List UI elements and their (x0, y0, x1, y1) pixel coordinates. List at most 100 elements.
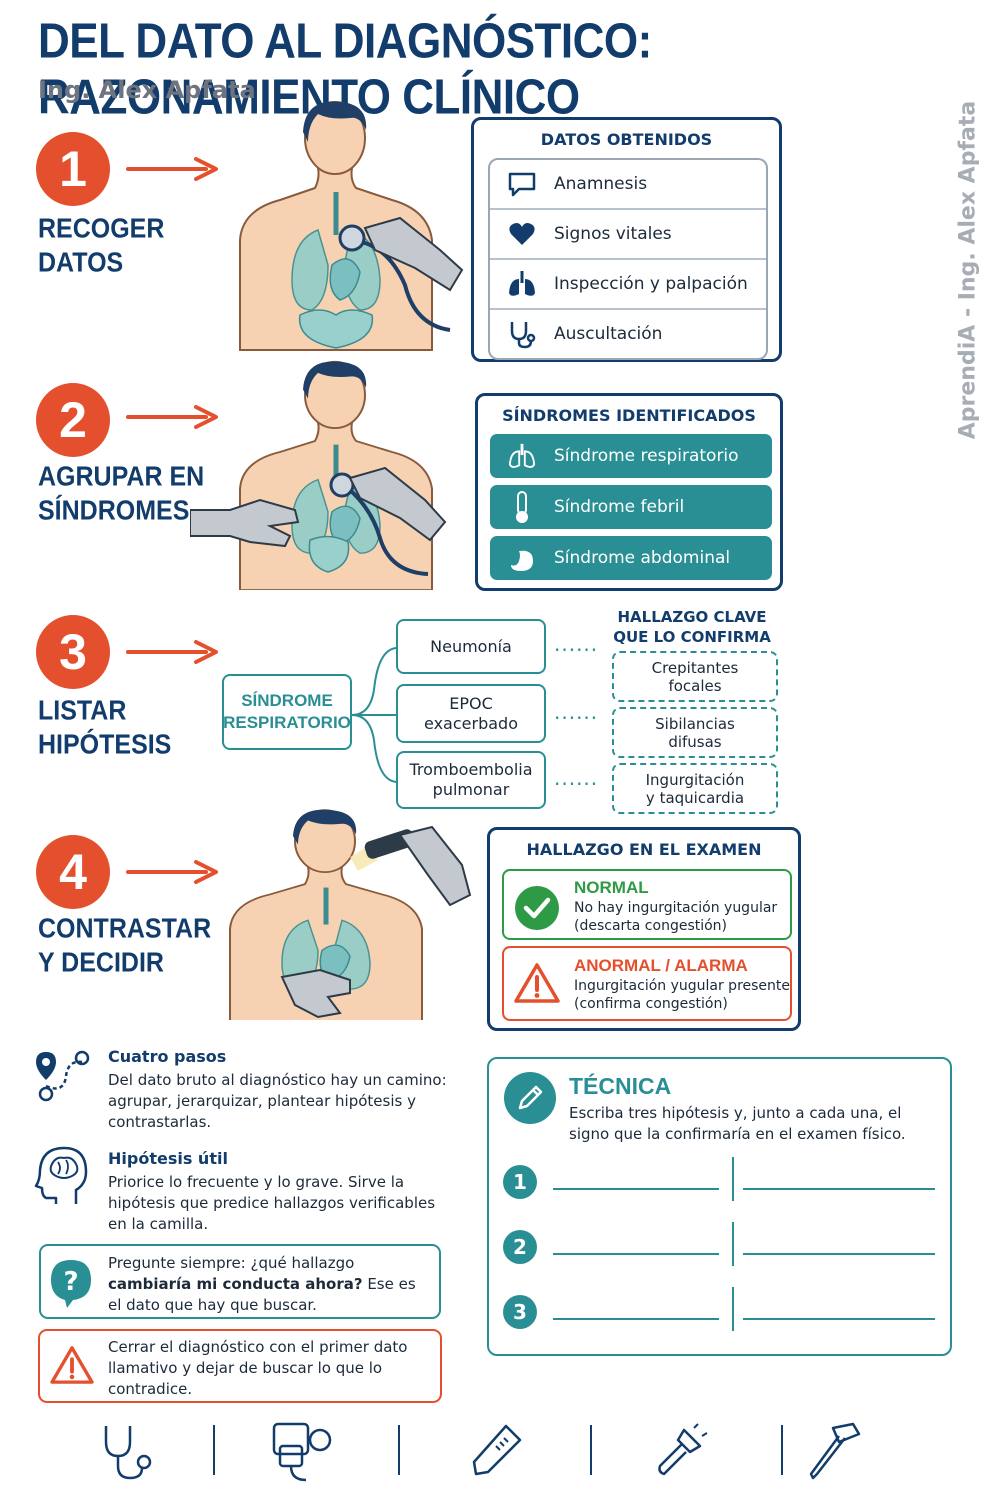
write-line[interactable] (743, 1318, 935, 1320)
lungs-icon (490, 269, 554, 299)
step-1-number: 1 (36, 132, 110, 206)
cuatro-pasos-head: Cuatro pasos (108, 1047, 227, 1066)
warning-callout: Cerrar el diagnóstico con el primer dato… (38, 1329, 442, 1403)
question-text: Pregunte siempre: ¿qué hallazgo cambiarí… (108, 1254, 416, 1314)
sindrome-label: Síndrome respiratorio (554, 446, 739, 466)
svg-text:?: ? (63, 1267, 78, 1297)
write-line[interactable] (553, 1188, 719, 1190)
normal-line1: No hay ingurgitación yugular (574, 900, 778, 916)
hypothesis-box: EPOC exacerbado (396, 684, 546, 743)
patient-palpation-figure (190, 360, 447, 590)
heart-icon (490, 221, 554, 247)
thermometer-icon (472, 1424, 522, 1476)
write-line[interactable] (743, 1253, 935, 1255)
sindromes-title: SÍNDROMES IDENTIFICADOS (502, 406, 756, 425)
exam-panel: HALLAZGO EN EL EXAMEN NORMAL No hay ingu… (487, 827, 801, 1031)
check-icon (515, 886, 559, 930)
normal-result-box: NORMAL No hay ingurgitación yugular (des… (502, 869, 792, 940)
step-4-number: 4 (36, 835, 110, 909)
warning-triangle-icon (514, 963, 560, 1003)
step-3-label: LISTAR HIPÓTESIS (38, 695, 172, 760)
sindrome-item: Síndrome abdominal (490, 536, 772, 580)
key-finding-box: Crepitantes focales (612, 651, 778, 702)
sindrome-item: Síndrome febril (490, 485, 772, 529)
normal-line2: (descarta congestión) (574, 918, 728, 934)
tool-divider (398, 1425, 400, 1475)
warning-text: Cerrar el diagnóstico con el primer dato… (108, 1338, 408, 1398)
datos-item: Inspección y palpación (490, 258, 766, 308)
step-3-number: 3 (36, 615, 110, 689)
sindromes-panel: SÍNDROMES IDENTIFICADOS Síndrome respira… (475, 393, 783, 591)
row-separator (732, 1222, 734, 1266)
cuatro-pasos-text: Del dato bruto al diagnóstico hay un cam… (108, 1071, 447, 1131)
write-line[interactable] (553, 1318, 719, 1320)
dotted-connector: ...... (554, 700, 599, 724)
tecnica-row-number: 1 (503, 1165, 537, 1199)
lungs-icon (490, 442, 554, 470)
author-name: Ing. Alex Apfata (38, 76, 256, 104)
sindrome-item: Síndrome respiratorio (490, 434, 772, 478)
tecnica-row-number: 2 (503, 1230, 537, 1264)
datos-list: Anamnesis Signos vitales Inspección y pa… (488, 158, 768, 360)
tool-divider (781, 1425, 783, 1475)
hypothesis-box: Tromboembolia pulmonar (396, 751, 546, 809)
datos-item: Anamnesis (490, 160, 766, 208)
step-1-label: RECOGER DATOS (38, 213, 165, 278)
row-separator (732, 1157, 734, 1201)
datos-item-label: Signos vitales (554, 224, 672, 244)
blood-pressure-cuff-icon (272, 1422, 332, 1482)
reflex-hammer-icon (809, 1422, 861, 1480)
datos-title: DATOS OBTENIDOS (540, 130, 713, 149)
datos-item-label: Anamnesis (554, 174, 648, 194)
route-pin-icon (36, 1050, 90, 1102)
step-2-label: AGRUPAR EN SÍNDROMES (38, 461, 205, 526)
syndrome-respiratorio-box: SÍNDROME RESPIRATORIO (222, 674, 352, 750)
tecnica-row-number: 3 (503, 1295, 537, 1329)
datos-item-label: Inspección y palpación (554, 274, 748, 294)
side-watermark: AprendiA - Ing. Alex Apfata (955, 100, 981, 440)
dotted-connector: ...... (554, 766, 599, 790)
row-separator (732, 1287, 734, 1331)
question-callout: ? Pregunte siempre: ¿qué hallazgo cambia… (39, 1244, 441, 1319)
brain-head-icon (34, 1146, 88, 1204)
patient-auscultation-figure (200, 100, 464, 355)
tecnica-title: TÉCNICA (569, 1073, 672, 1099)
branch-connector (351, 647, 397, 783)
question-bubble-icon: ? (51, 1260, 91, 1308)
flashlight-icon (658, 1423, 708, 1476)
tecnica-panel: TÉCNICA Escriba tres hipótesis y, junto … (487, 1057, 952, 1356)
chat-bubble-icon (490, 171, 554, 197)
tool-divider (213, 1425, 215, 1475)
write-line[interactable] (743, 1188, 935, 1190)
stethoscope-icon (104, 1426, 152, 1480)
sindrome-label: Síndrome febril (554, 497, 685, 517)
alarm-head: ANORMAL / ALARMA (574, 956, 748, 975)
datos-item: Auscultación (490, 308, 766, 358)
alarm-line1: Ingurgitación yugular presente (574, 978, 791, 994)
step-3-arrow-icon (126, 640, 218, 664)
dotted-connector: ...... (554, 632, 599, 656)
write-line[interactable] (553, 1253, 719, 1255)
step-2-number: 2 (36, 383, 110, 457)
pencil-icon (504, 1072, 556, 1124)
patient-jugular-exam-figure (200, 805, 472, 1020)
datos-panel: DATOS OBTENIDOS Anamnesis Signos vitales… (471, 117, 782, 362)
alarm-result-box: ANORMAL / ALARMA Ingurgitación yugular p… (502, 946, 792, 1021)
sindrome-label: Síndrome abdominal (554, 548, 731, 568)
stomach-icon (490, 543, 554, 573)
hypothesis-box: Neumonía (396, 619, 546, 674)
alarm-line2: (confirma congestión) (574, 996, 728, 1012)
tool-divider (590, 1425, 592, 1475)
tecnica-text: Escriba tres hipótesis y, junto a cada u… (569, 1104, 906, 1143)
hipotesis-util-head: Hipótesis útil (108, 1149, 228, 1168)
thermometer-icon (490, 490, 554, 524)
step-4-label: CONTRASTAR Y DECIDIR (38, 913, 212, 978)
key-finding-title: HALLAZGO CLAVE QUE LO CONFIRMA (613, 608, 771, 646)
stethoscope-icon (490, 319, 554, 349)
page-title: DEL DATO AL DIAGNÓSTICO: RAZONAMIENTO CL… (38, 14, 652, 125)
question-text-emphasis: cambiaría mi conducta ahora? (108, 1275, 363, 1293)
exam-title: HALLAZGO EN EL EXAMEN (526, 840, 762, 859)
datos-item: Signos vitales (490, 208, 766, 258)
warning-triangle-icon (50, 1346, 94, 1384)
key-finding-box: Ingurgitación y taquicardia (612, 763, 778, 814)
